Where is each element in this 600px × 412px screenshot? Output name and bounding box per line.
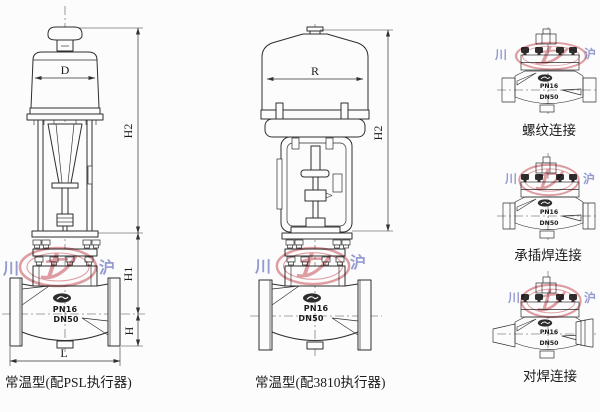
watermark-chuan-text: 川 <box>2 261 19 278</box>
spring-housing <box>264 118 366 138</box>
brand-logo-oval <box>52 292 72 304</box>
yoke-column-left <box>37 119 44 232</box>
dn-size-label: DN50 <box>540 94 560 101</box>
pn-rating-label: PN16 <box>540 209 558 216</box>
body-bottom <box>514 96 584 104</box>
diaphragm-dome <box>261 33 369 113</box>
caption-3810: 常温型(配3810执行器) <box>255 375 386 390</box>
actuator-stem <box>61 187 69 215</box>
motor-base-flange <box>29 107 101 115</box>
a3810-yoke <box>276 136 353 234</box>
psl-yoke <box>37 119 93 233</box>
nameplate <box>332 173 343 193</box>
dim-label-d: D <box>61 63 70 77</box>
travel-indicator-disc <box>300 169 330 178</box>
body-bottom <box>514 222 584 230</box>
dimension-h1: H1 <box>121 232 141 315</box>
actuator-handwheel <box>47 26 83 52</box>
butt-weld-end-left <box>492 323 516 348</box>
pn-rating-label: PN16 <box>540 329 558 336</box>
watermark-chuan-text: 川 <box>507 291 520 305</box>
watermark-hu-text: 沪 <box>584 46 596 61</box>
body-web-lower-right <box>81 317 109 336</box>
bottom-boss <box>306 341 324 350</box>
dim-label-r: R <box>311 64 319 78</box>
brand-logo-oval <box>302 292 322 304</box>
watermark-hu-text: 沪 <box>99 258 115 277</box>
a3810-valve-view: R <box>250 24 393 390</box>
caption-socket-weld: 承插焊连接 <box>514 247 582 263</box>
caption-butt-weld: 对焊连接 <box>523 368 577 384</box>
flange-left <box>258 279 273 351</box>
dimension-h2-middle: H2 <box>320 29 393 232</box>
watermark-hu-text: 沪 <box>350 253 366 272</box>
pn-rating-label: PN16 <box>53 305 78 314</box>
dim-label-l: L <box>60 346 67 360</box>
caption-threaded: 螺纹连接 <box>522 122 576 138</box>
threaded-end-right <box>582 77 597 103</box>
stem-coupling <box>56 213 74 227</box>
bottom-boss <box>539 350 555 359</box>
brand-logo-oval <box>537 198 553 208</box>
body-web-lower-right <box>331 317 359 336</box>
valve-body-middle: PN16 DN50 <box>258 279 372 351</box>
butt-weld-valve-view: PN16 DN50 对焊连接 <box>492 271 598 384</box>
pn-rating-label: PN16 <box>304 304 329 313</box>
dn-size-label: DN50 <box>540 220 560 227</box>
flange-clip-right <box>340 102 349 120</box>
dimension-r: R <box>266 64 364 82</box>
watermark-chuan-text: 川 <box>504 172 517 186</box>
flange-right <box>357 279 372 351</box>
flange-clip-left <box>275 102 284 120</box>
dimension-h2-left: H2 <box>79 27 143 234</box>
bottom-boss <box>539 230 555 239</box>
watermark-hu-text: 沪 <box>583 171 595 186</box>
body-bottom <box>271 331 359 341</box>
threaded-end-left <box>501 77 516 103</box>
dim-label-h: H <box>122 326 136 335</box>
dn-size-label: DN50 <box>298 314 324 323</box>
a3810-actuator-dome <box>260 26 370 138</box>
pn-rating-label: PN16 <box>540 83 558 90</box>
socket-weld-valve-view: PN16 DN50 承插焊连接 <box>497 153 598 263</box>
brand-logo-oval <box>537 73 553 83</box>
valve-body-left: PN16 DN50 <box>9 277 121 349</box>
socket-weld-end-left <box>502 202 516 230</box>
yoke-base-plate <box>281 232 353 240</box>
nameplate <box>87 165 93 185</box>
stem-guide <box>310 145 321 171</box>
psl-valve-view: D <box>2 6 145 390</box>
watermark-chuan-text: 川 <box>254 259 271 276</box>
dim-label-h2: H2 <box>371 126 385 141</box>
bottom-boss <box>539 104 555 113</box>
packing-gland <box>535 33 557 45</box>
dimension-d: D <box>34 63 96 81</box>
dn-size-label: DN50 <box>540 340 560 347</box>
stem-cover <box>47 123 83 184</box>
dn-size-label: DN50 <box>53 315 79 324</box>
watermark-chuan-text: 川 <box>494 48 507 62</box>
stem-coupling <box>304 189 327 202</box>
dim-label-h1: H1 <box>121 267 135 282</box>
body-bottom <box>514 342 584 350</box>
socket-weld-end-right <box>582 202 596 230</box>
body-web-upper-left <box>21 285 50 306</box>
body-web-upper-left <box>271 285 300 306</box>
dome-top-nub <box>306 26 324 32</box>
watermark-layer: 川 沪 川 沪 川 沪 川 沪 川 沪 <box>2 40 596 319</box>
dimension-l: L <box>9 346 121 366</box>
indicator-pointer <box>325 192 333 199</box>
flange-left <box>9 277 23 347</box>
butt-weld-end-right <box>575 318 594 348</box>
dim-label-h2: H2 <box>121 124 135 139</box>
watermark-hu-text: 沪 <box>584 290 596 305</box>
brand-logo-oval <box>537 318 553 328</box>
flange-right <box>107 277 121 347</box>
dimension-h: H <box>121 313 143 347</box>
caption-psl: 常温型(配PSL执行器) <box>5 375 132 390</box>
bottom-boss <box>56 340 74 349</box>
yoke-base-plate <box>31 230 99 238</box>
